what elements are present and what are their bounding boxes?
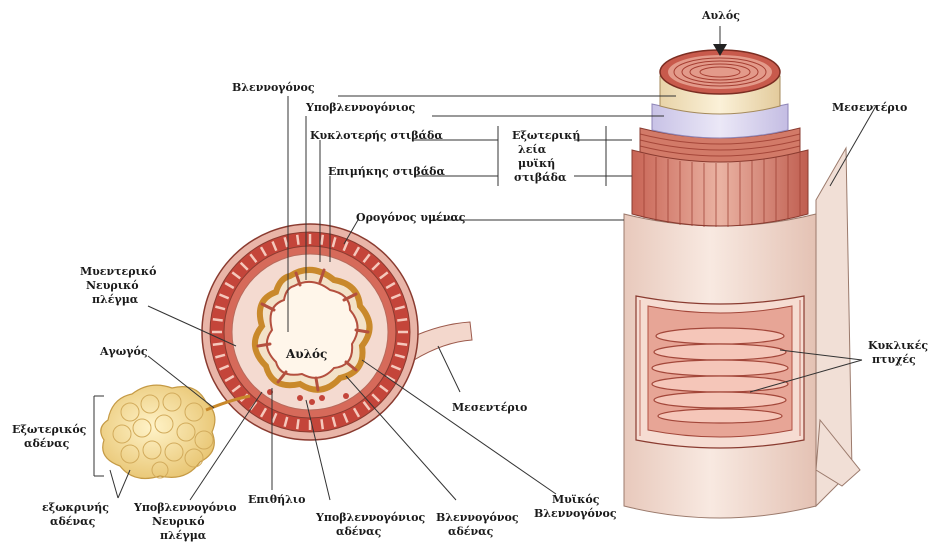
label-circular-folds-1: Κυκλικές bbox=[868, 340, 928, 352]
label-exocrine-1: εξωκρινής bbox=[42, 502, 109, 514]
label-circular-layer: Κυκλοτερής στιβάδα bbox=[310, 130, 443, 142]
label-longitudinal-layer: Επιμήκης στιβάδα bbox=[328, 166, 445, 178]
label-submucosa: Υποβλεννογόνιος bbox=[306, 102, 415, 114]
label-mesentery-section: Μεσεντέριο bbox=[452, 402, 527, 414]
muscle-stripe bbox=[213, 343, 223, 344]
label-lumen-center: Αυλός bbox=[286, 348, 327, 360]
label-muscularis-mucosae-1: Μυϊκός bbox=[552, 494, 599, 506]
label-outer-muscle-2: λεία bbox=[518, 144, 546, 156]
label-external-gland-1: Εξωτερικός bbox=[12, 424, 86, 436]
label-mucosal-glands-1: Βλεννογόνος bbox=[436, 512, 519, 524]
label-external-gland-2: αδένας bbox=[24, 438, 69, 450]
label-submucosal-plexus-3: πλέγμα bbox=[160, 530, 206, 542]
label-muscularis-mucosae-2: Βλεννογόνος bbox=[534, 508, 617, 520]
label-mucosa: Βλεννογόνος bbox=[232, 82, 315, 94]
muscle-stripe bbox=[297, 419, 298, 429]
label-duct: Αγωγός bbox=[100, 346, 148, 358]
label-outer-muscle-3: μυϊκή bbox=[518, 158, 555, 170]
label-submucosal-glands-1: Υποβλεννογόνιος bbox=[316, 512, 425, 524]
muscle-stripe bbox=[297, 235, 298, 245]
muscle-stripe bbox=[397, 343, 407, 344]
label-outer-muscle-1: Εξωτερική bbox=[512, 130, 580, 142]
label-myenteric-1: Μυεντερικό bbox=[80, 266, 156, 278]
muscle-stripe bbox=[321, 235, 322, 245]
label-exocrine-2: αδένας bbox=[50, 516, 95, 528]
label-serosa: Ορογόνος υμένας bbox=[356, 212, 466, 224]
muscle-stripe bbox=[321, 419, 322, 429]
muscle-stripe bbox=[213, 319, 223, 320]
label-circular-folds-2: πτυχές bbox=[872, 354, 916, 366]
label-myenteric-2: Νευρικό bbox=[86, 280, 139, 292]
label-submucosal-plexus-1: Υποβλεννογόνιο bbox=[134, 502, 236, 514]
label-mucosal-glands-2: αδένας bbox=[448, 526, 493, 538]
section-mesentery bbox=[410, 322, 472, 360]
label-mesentery-right: Μεσεντέριο bbox=[832, 102, 907, 114]
label-submucosal-glands-2: αδένας bbox=[336, 526, 381, 538]
label-myenteric-3: πλέγμα bbox=[92, 294, 138, 306]
label-outer-muscle-4: στιβάδα bbox=[514, 172, 566, 184]
label-lumen-top: Αυλός bbox=[702, 10, 740, 22]
tube-3d bbox=[624, 50, 860, 518]
label-epithelium: Επιθήλιο bbox=[248, 494, 305, 506]
muscle-stripe bbox=[397, 319, 407, 320]
label-submucosal-plexus-2: Νευρικό bbox=[152, 516, 205, 528]
